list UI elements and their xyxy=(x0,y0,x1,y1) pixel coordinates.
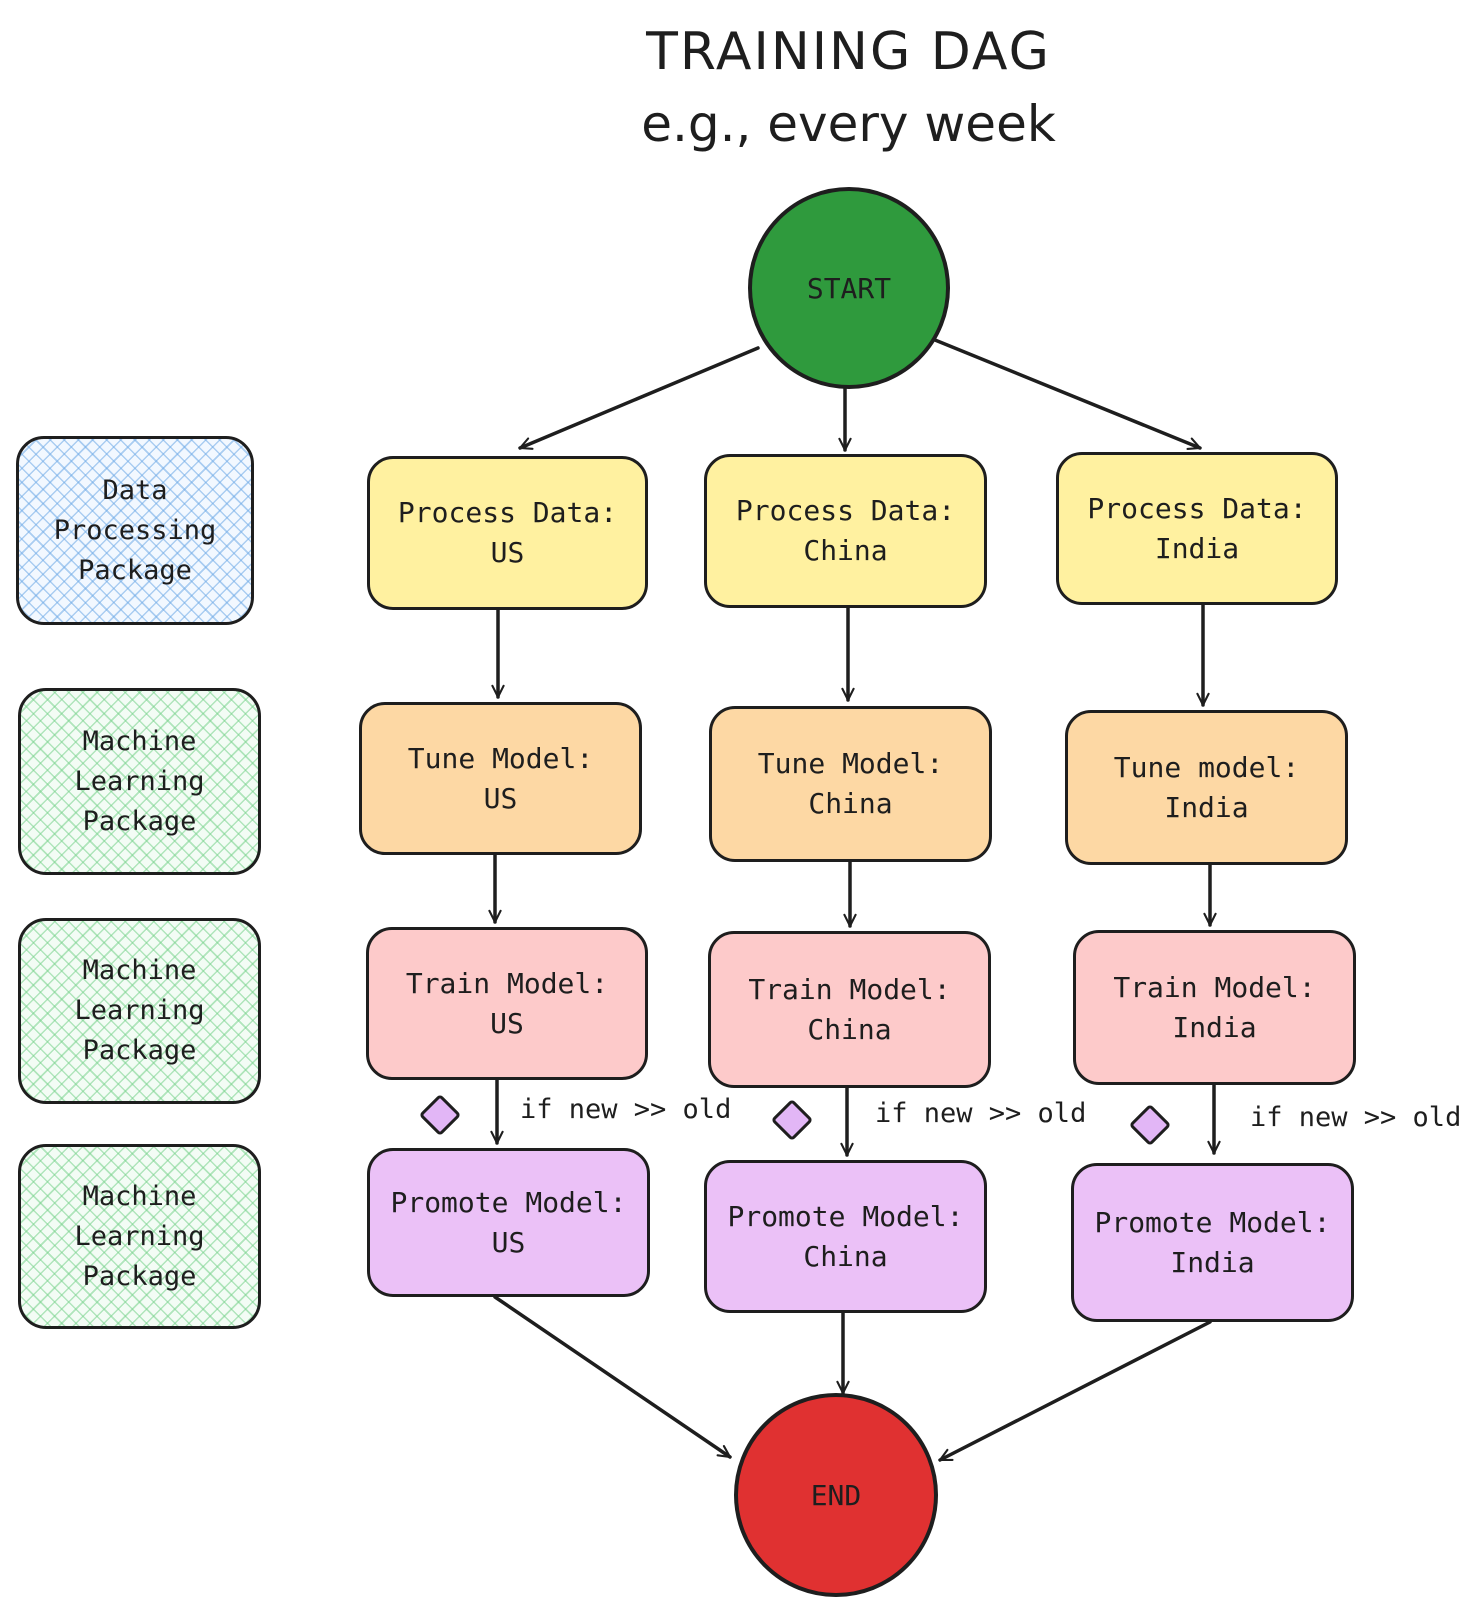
tune-model-us: Tune Model: US xyxy=(359,702,642,855)
side-label-ml-tune: Machine Learning Package xyxy=(18,688,261,875)
process-data-china: Process Data: China xyxy=(704,454,987,608)
arrow-promote-end-us xyxy=(493,1295,732,1459)
arrow-start-us xyxy=(518,346,760,450)
side-label-ml-train: Machine Learning Package xyxy=(18,918,261,1104)
tune-model-china: Tune Model: China xyxy=(709,706,992,862)
diagram-title: TRAINING DAG xyxy=(646,22,1051,82)
train-model-india: Train Model: India xyxy=(1073,930,1356,1085)
arrow-promote-end-india xyxy=(938,1320,1212,1462)
arrow-start-india xyxy=(933,338,1202,451)
process-data-india: Process Data: India xyxy=(1056,452,1338,605)
condition-label-india: if new >> old xyxy=(1250,1102,1462,1133)
process-data-us: Process Data: US xyxy=(367,456,648,610)
promote-model-china: Promote Model: China xyxy=(704,1160,987,1313)
side-label-data-processing: Data Processing Package xyxy=(16,436,254,625)
promote-model-us: Promote Model: US xyxy=(367,1148,650,1297)
promote-model-india: Promote Model: India xyxy=(1071,1163,1354,1322)
end-node: END xyxy=(734,1393,938,1597)
train-model-us: Train Model: US xyxy=(366,927,648,1080)
diagram-subtitle: e.g., every week xyxy=(641,95,1056,153)
train-model-china: Train Model: China xyxy=(708,931,991,1088)
condition-label-china: if new >> old xyxy=(875,1098,1087,1129)
tune-model-india: Tune model: India xyxy=(1065,710,1348,865)
condition-label-us: if new >> old xyxy=(520,1094,732,1125)
start-node: START xyxy=(748,187,950,389)
side-label-ml-promote: Machine Learning Package xyxy=(18,1144,261,1329)
